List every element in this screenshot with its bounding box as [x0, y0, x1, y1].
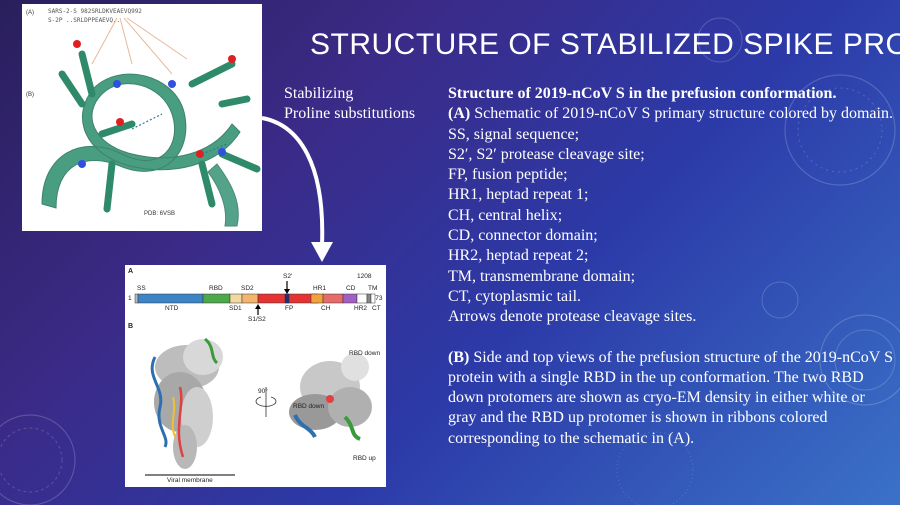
caption-line: HR1, heptad repeat 1;	[448, 186, 589, 204]
domain-bar	[134, 281, 376, 315]
stabilizing-label: Stabilizing Proline substitutions	[284, 84, 415, 124]
label-ch: CH	[321, 305, 331, 312]
label-hr2: HR2	[354, 305, 368, 312]
label-sd2: SD2	[241, 285, 254, 292]
caption-line: FP, fusion peptide;	[448, 166, 568, 184]
stabilizing-label-line1: Stabilizing	[284, 85, 354, 102]
caption-line: CT, cytoplasmic tail.	[448, 287, 582, 305]
caption-part-b: (B) Side and top views of the prefusion …	[448, 348, 893, 449]
caption-line: Arrows denote protease cleavage sites.	[448, 308, 697, 326]
slide-title: STRUCTURE OF STABILIZED SPIKE PROTEIN	[310, 28, 900, 61]
label-rbd: RBD	[209, 285, 223, 292]
label-ntd: NTD	[165, 305, 179, 312]
label-s1s2: S1/S2	[248, 316, 266, 323]
label-hr1: HR1	[313, 285, 327, 292]
schematic-panel-a-label: A	[128, 268, 134, 275]
figure-caption: Structure of 2019-nCoV S in the prefusio…	[448, 84, 893, 449]
caption-line: S2′, S2′ protease cleavage site;	[448, 145, 645, 163]
panel-b-label: (B)	[26, 92, 34, 98]
label-ct: CT	[372, 305, 381, 312]
label-sd1: SD1	[229, 305, 242, 312]
caption-line: CD, connector domain;	[448, 227, 598, 245]
label-start: 1	[128, 295, 132, 302]
schematic-panel-b-label: B	[128, 323, 134, 330]
caption-line: HR2, heptad repeat 2;	[448, 247, 589, 265]
helix-structure-image: (A) SARS-2-S 982SRLDKVEAEVQ992 S-2P ..SR…	[22, 4, 262, 231]
helix-ribbon-illustration	[22, 4, 262, 231]
cryo-em-structure-illustration	[145, 337, 372, 476]
label-1208: 1208	[357, 273, 372, 280]
caption-part-a-marker: (A)	[448, 105, 471, 123]
rbd-down-label-left: RBD down	[293, 403, 325, 410]
rotation-label: 90°	[258, 388, 268, 395]
rbd-down-label-top: RBD down	[349, 350, 381, 357]
sequence-text: SARS-2-S 982SRLDKVEAEVQ992 S-2P ..SRLDPP…	[48, 7, 142, 25]
label-cd: CD	[346, 285, 356, 292]
label-s2prime: S2′	[283, 273, 293, 280]
label-ss: SS	[137, 285, 146, 292]
caption-heading: Structure of 2019-nCoV S in the prefusio…	[448, 85, 837, 102]
sequence-line-1: SARS-2-S 982SRLDKVEAEVQ992	[48, 8, 142, 15]
caption-part-a: (A) Schematic of 2019-nCoV S primary str…	[448, 104, 893, 124]
caption-part-a-text: Schematic of 2019-nCoV S primary structu…	[470, 105, 893, 123]
caption-line: TM, transmembrane domain;	[448, 267, 636, 285]
panel-a-label: (A)	[26, 10, 34, 16]
label-tm: TM	[368, 285, 378, 292]
spike-schematic-image: A SS RBD SD2 S2′ HR1 CD 1208 TM 1 1273	[125, 265, 386, 487]
label-fp: FP	[285, 305, 294, 312]
caption-line: SS, signal sequence;	[448, 125, 580, 143]
rbd-up-label: RBD up	[353, 455, 376, 462]
caption-part-b-text: Side and top views of the prefusion stru…	[448, 348, 893, 447]
caption-part-b-marker: (B)	[448, 348, 470, 366]
sequence-line-2: S-2P ..SRLDPPEAEVQ..	[48, 17, 121, 24]
stabilizing-label-line2: Proline substitutions	[284, 105, 416, 122]
pdb-label: PDB: 6VSB	[144, 211, 176, 217]
caption-line: CH, central helix;	[448, 206, 563, 224]
viral-membrane-label: Viral membrane	[167, 477, 213, 484]
